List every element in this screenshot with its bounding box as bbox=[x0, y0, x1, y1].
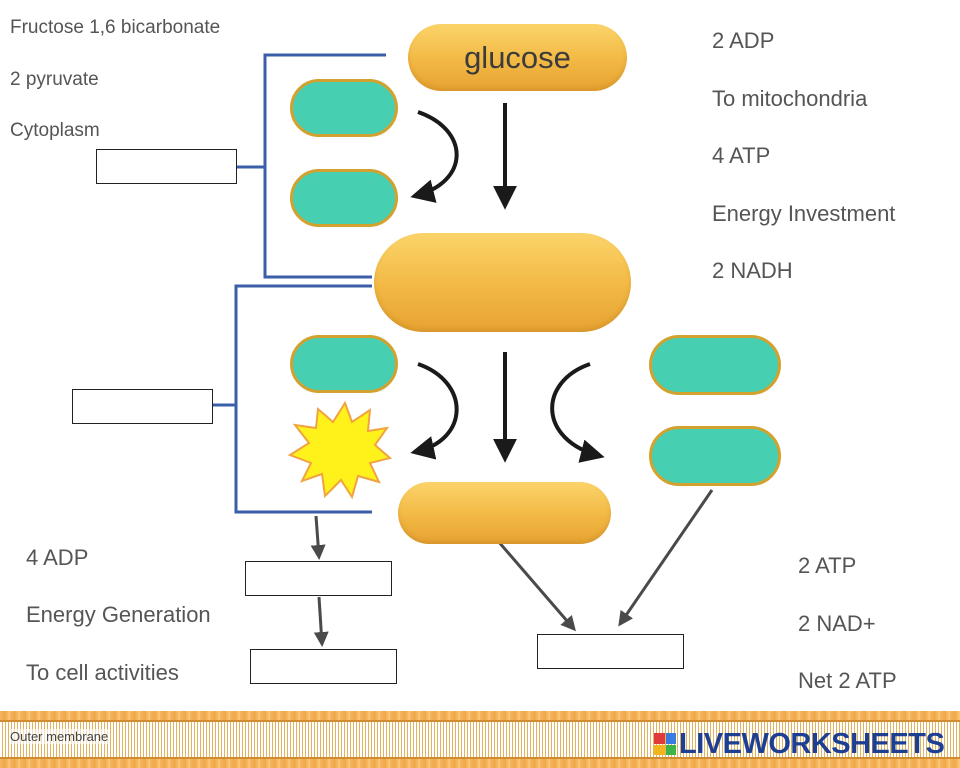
pyruvate-pill-dropzone[interactable] bbox=[398, 482, 611, 544]
term-fructose[interactable]: Fructose 1,6 bicarbonate bbox=[10, 17, 221, 38]
answer-box-generation-label[interactable] bbox=[72, 389, 213, 424]
grey-arrow-nadh-to-mito bbox=[618, 489, 714, 627]
fructose-pill-dropzone[interactable] bbox=[374, 233, 631, 332]
outer-membrane-strip bbox=[0, 711, 960, 768]
generation-right-curved-arrow bbox=[550, 362, 605, 463]
investment-curved-arrow bbox=[410, 110, 459, 203]
term-2-atp[interactable]: 2 ATP bbox=[798, 553, 857, 578]
term-pyruvate[interactable]: 2 pyruvate bbox=[10, 69, 99, 90]
logo-square-red bbox=[654, 733, 665, 744]
answer-box-atp-product[interactable] bbox=[245, 561, 392, 596]
outer-membrane-label: Outer membrane bbox=[10, 729, 109, 744]
grey-arrow-to-box-a bbox=[310, 515, 326, 560]
term-2-adp[interactable]: 2 ADP bbox=[712, 28, 775, 53]
term-net-2-atp[interactable]: Net 2 ATP bbox=[798, 668, 897, 693]
term-to-mitochondria[interactable]: To mitochondria bbox=[712, 86, 868, 111]
generation-left-curved-arrow bbox=[410, 362, 459, 460]
teal-dropzone-generation-left[interactable] bbox=[290, 335, 398, 393]
grey-arrow-to-box-b bbox=[313, 596, 329, 647]
term-energy-generation[interactable]: Energy Generation bbox=[26, 602, 211, 627]
liveworksheets-logo: LIVEWORKSHEETS bbox=[654, 727, 945, 761]
glucose-label: glucose bbox=[464, 39, 571, 75]
term-cytoplasm[interactable]: Cytoplasm bbox=[10, 120, 100, 141]
glucose-pill: glucose bbox=[408, 24, 627, 91]
teal-dropzone-investment-bottom[interactable] bbox=[290, 169, 398, 227]
term-energy-investment[interactable]: Energy Investment bbox=[712, 201, 896, 226]
teal-dropzone-generation-right-top[interactable] bbox=[649, 335, 781, 395]
teal-dropzone-investment-top[interactable] bbox=[290, 79, 398, 137]
answer-box-atp-destination[interactable] bbox=[250, 649, 397, 684]
generation-bracket bbox=[234, 284, 372, 514]
liveworksheets-logo-icon bbox=[654, 733, 676, 755]
term-2-nadh[interactable]: 2 NADH bbox=[712, 258, 793, 283]
answer-box-pyruvate-destination[interactable] bbox=[537, 634, 684, 669]
term-4-adp[interactable]: 4 ADP bbox=[26, 545, 89, 570]
teal-dropzone-generation-right-bottom[interactable] bbox=[649, 426, 781, 486]
logo-square-green bbox=[665, 744, 676, 755]
answer-box-investment-label[interactable] bbox=[96, 149, 237, 184]
liveworksheets-logo-text: LIVEWORKSHEETS bbox=[679, 727, 945, 760]
energy-burst-icon bbox=[287, 400, 393, 500]
term-4-atp[interactable]: 4 ATP bbox=[712, 143, 771, 168]
logo-square-blue bbox=[665, 733, 676, 744]
grey-arrow-pyruvate-to-mito bbox=[496, 540, 576, 632]
term-to-cell-activities[interactable]: To cell activities bbox=[26, 660, 179, 685]
term-2-nad-plus[interactable]: 2 NAD+ bbox=[798, 611, 876, 636]
logo-square-yellow bbox=[654, 744, 665, 755]
